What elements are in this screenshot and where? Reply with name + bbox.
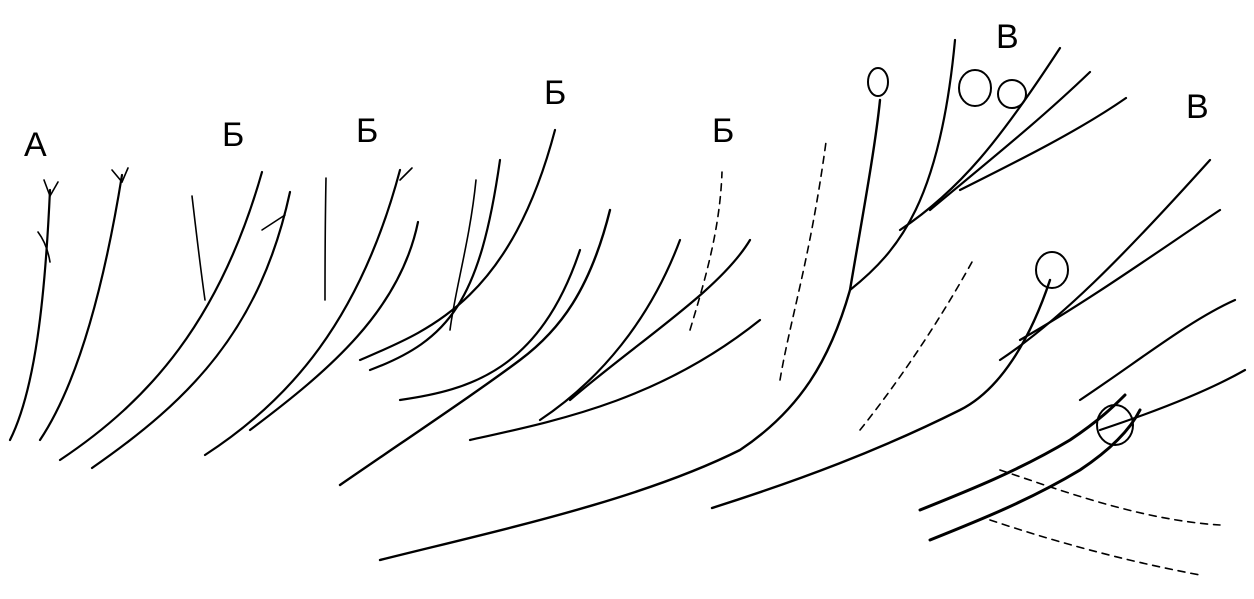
label-b-1: Б [222, 116, 244, 154]
label-v-1: В [996, 18, 1019, 56]
colony-v-2 [920, 160, 1245, 575]
colony-b-2 [205, 168, 418, 455]
colony-b-4 [380, 100, 880, 560]
colony-a [10, 168, 128, 440]
colony-v-1 [712, 40, 1126, 508]
label-v-2: В [1186, 88, 1209, 126]
label-b-4: Б [712, 112, 734, 150]
label-b-2: Б [356, 112, 378, 150]
label-a: А [24, 126, 47, 164]
colony-b-1 [60, 172, 290, 468]
label-b-3: Б [544, 74, 566, 112]
